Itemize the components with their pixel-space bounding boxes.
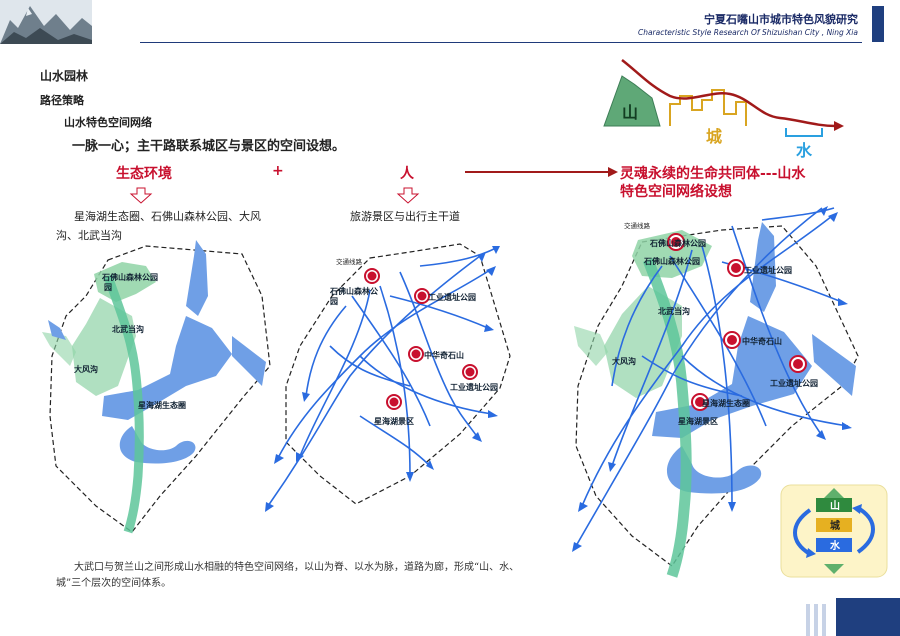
cycle-mountain-text: 山 — [830, 499, 840, 512]
map3-label-north-gully: 北武当沟 — [658, 306, 690, 316]
svg-text:园: 园 — [330, 297, 338, 306]
map2-label-industrial2: 工业遗址公园 — [450, 382, 498, 392]
icon-water-text: 水 — [796, 141, 813, 160]
formula-term-ecology: 生态环境 — [116, 166, 172, 182]
header-subtitle: Characteristic Style Research Of Shizuis… — [637, 28, 858, 37]
mountain-city-water-icon: 山 城 水 — [603, 59, 844, 160]
footer-stripe — [814, 604, 818, 636]
map2-label-rock: 中华奇石山 — [424, 350, 464, 360]
footer-accent-bar — [836, 598, 900, 636]
section-heading: 山水园林 — [40, 69, 89, 83]
map-ecology: 石佛山森林公园 园 北武当沟 大风沟 星海湖生态圈 — [42, 240, 271, 534]
section-topic: 山水特色空间网络 — [64, 116, 152, 129]
map3-label-lake: 星海湖景区 — [678, 416, 718, 426]
cycle-city-text: 城 — [830, 519, 840, 532]
desc-ecology: 星海湖生态圈、石佛山森林公园、大风沟、北武当沟 — [56, 210, 261, 242]
section-statement: 一脉一心；主干路联系城区与景区的空间设想。 — [72, 139, 346, 154]
map3-label-lake-circle: 星海湖生态圈 — [702, 398, 750, 408]
map1-label-north-gully: 北武当沟 — [112, 324, 144, 334]
footer-stripe — [822, 604, 826, 636]
mountain-city-water-cycle-icon: 山 城 水 — [780, 484, 888, 578]
map1-label-lake-circle: 星海湖生态圈 — [138, 400, 186, 410]
section-subheading: 路径策略 — [40, 94, 84, 107]
desc-people: 旅游景区与出行主干道 — [350, 210, 460, 223]
icon-city-text: 城 — [706, 127, 722, 146]
cycle-water-text: 水 — [829, 539, 841, 552]
map3-label-wind-gully: 大风沟 — [612, 356, 636, 366]
header-accent-bar — [872, 6, 884, 42]
map3-poi-markers — [667, 233, 807, 411]
svg-text:园: 园 — [104, 283, 112, 292]
caption-text: 大武口与贺兰山之间形成山水相融的特色空间网络，以山为脊、以水为脉，道路为廊，形成… — [56, 562, 520, 589]
map1-label-wind-gully: 大风沟 — [74, 364, 98, 374]
map3-label-park-b: 石佛山森林公园 — [643, 256, 700, 266]
map2-label-traffic: 交通线路 — [336, 257, 363, 266]
formula-plus: + — [272, 163, 284, 179]
map3-label-industrial1: 工业遗址公园 — [744, 265, 792, 275]
map3-label-park-a: 石佛山森林公园 — [649, 238, 706, 248]
header-divider — [140, 42, 862, 43]
map2-poi-markers — [364, 268, 478, 410]
map2-label-industrial1: 工业遗址公园 — [428, 292, 476, 302]
map3-label-rock: 中华奇石山 — [742, 336, 782, 346]
footer-stripe — [806, 604, 810, 636]
map2-label-park: 石佛山森林公 — [329, 286, 378, 296]
map-routes: 交通线路 石佛山森林公 园 工业遗址公园 中华奇石山 工业遗址公园 星海湖景区 — [265, 243, 511, 512]
formula-result-line1: 灵魂永续的生命共同体---山水 — [620, 166, 806, 182]
map1-label-park: 石佛山森林公园 — [101, 272, 158, 282]
map2-label-lake: 星海湖景区 — [374, 416, 414, 426]
icon-mountain-text: 山 — [622, 103, 638, 122]
map-combined: 交通线路 石佛山森林公园 石佛山森林公园 工业遗址公园 北武当沟 中华奇石山 大… — [572, 206, 859, 578]
formula-term-people: 人 — [400, 166, 414, 182]
map3-label-traffic: 交通线路 — [624, 221, 651, 230]
formula-result-line2: 特色空间网络设想 — [620, 184, 732, 200]
header-landscape-thumbnail — [0, 0, 92, 44]
header-title: 宁夏石嘴山市城市特色风貌研究 — [704, 13, 858, 26]
map3-label-industrial2: 工业遗址公园 — [770, 378, 818, 388]
